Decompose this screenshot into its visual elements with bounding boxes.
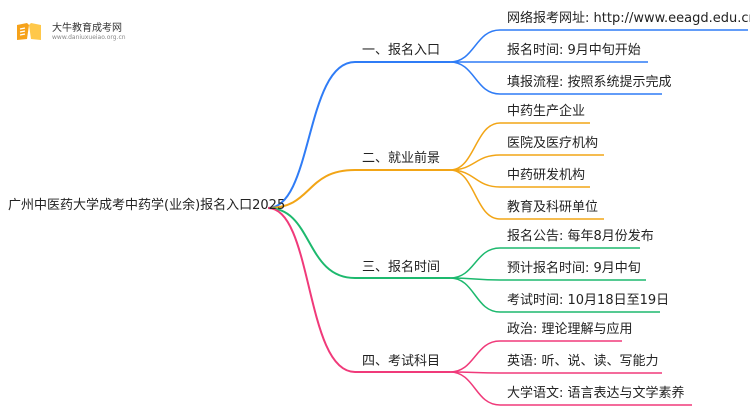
leaf-connector-1-1 <box>449 154 501 171</box>
leaf-career-3: 中药研发机构 <box>507 168 586 183</box>
branch-registration-schedule: 三、报名时间 <box>362 260 441 275</box>
leaf-registration-time: 报名时间: 9月中旬开始 <box>507 43 641 58</box>
book-logo-icon <box>17 23 41 40</box>
leaf-subject-politics: 政治: 理论理解与应用 <box>507 322 633 337</box>
leaf-connector-1-0 <box>449 122 501 171</box>
site-logo: 大牛教育成考网 www.daniuxueiao.org.cn <box>14 16 144 46</box>
leaf-connector-1-3 <box>449 169 501 220</box>
root-connector-3 <box>267 207 356 373</box>
root-connector-0 <box>267 61 356 209</box>
leaf-connector-2-2 <box>449 277 501 313</box>
branch-career-prospects: 二、就业前景 <box>362 151 441 166</box>
logo-url: www.daniuxueiao.org.cn <box>52 34 126 41</box>
logo-title: 大牛教育成考网 <box>52 23 122 34</box>
leaf-connector-2-0 <box>449 247 501 279</box>
leaf-career-2: 医院及医疗机构 <box>507 136 599 151</box>
leaf-connector-0-2 <box>449 61 501 95</box>
branch-registration-entry: 一、报名入口 <box>362 43 441 58</box>
leaf-registration-process: 填报流程: 按照系统提示完成 <box>507 75 672 90</box>
leaf-connector-3-2 <box>449 371 501 406</box>
leaf-schedule-announcement: 报名公告: 每年8月份发布 <box>507 229 654 244</box>
leaf-schedule-exam: 考试时间: 10月18日至19日 <box>507 293 670 308</box>
leaf-subject-english: 英语: 听、说、读、写能力 <box>507 354 659 369</box>
leaf-subject-chinese: 大学语文: 语言表达与文学素养 <box>507 386 685 401</box>
leaf-registration-url: 网络报考网址: http://www.eeagd.edu.cn/cr <box>507 11 750 26</box>
leaf-schedule-registration: 预计报名时间: 9月中旬 <box>507 261 641 276</box>
leaf-connector-0-0 <box>449 29 501 63</box>
root-connector-2 <box>267 207 356 279</box>
leaf-career-4: 教育及科研单位 <box>507 200 599 215</box>
leaf-career-1: 中药生产企业 <box>507 104 586 119</box>
root-topic: 广州中医药大学成考中药学(业余)报名入口2025 <box>8 198 286 213</box>
leaf-connector-3-0 <box>449 340 501 373</box>
branch-exam-subjects: 四、考试科目 <box>362 354 441 369</box>
root-connector-1 <box>267 169 356 209</box>
